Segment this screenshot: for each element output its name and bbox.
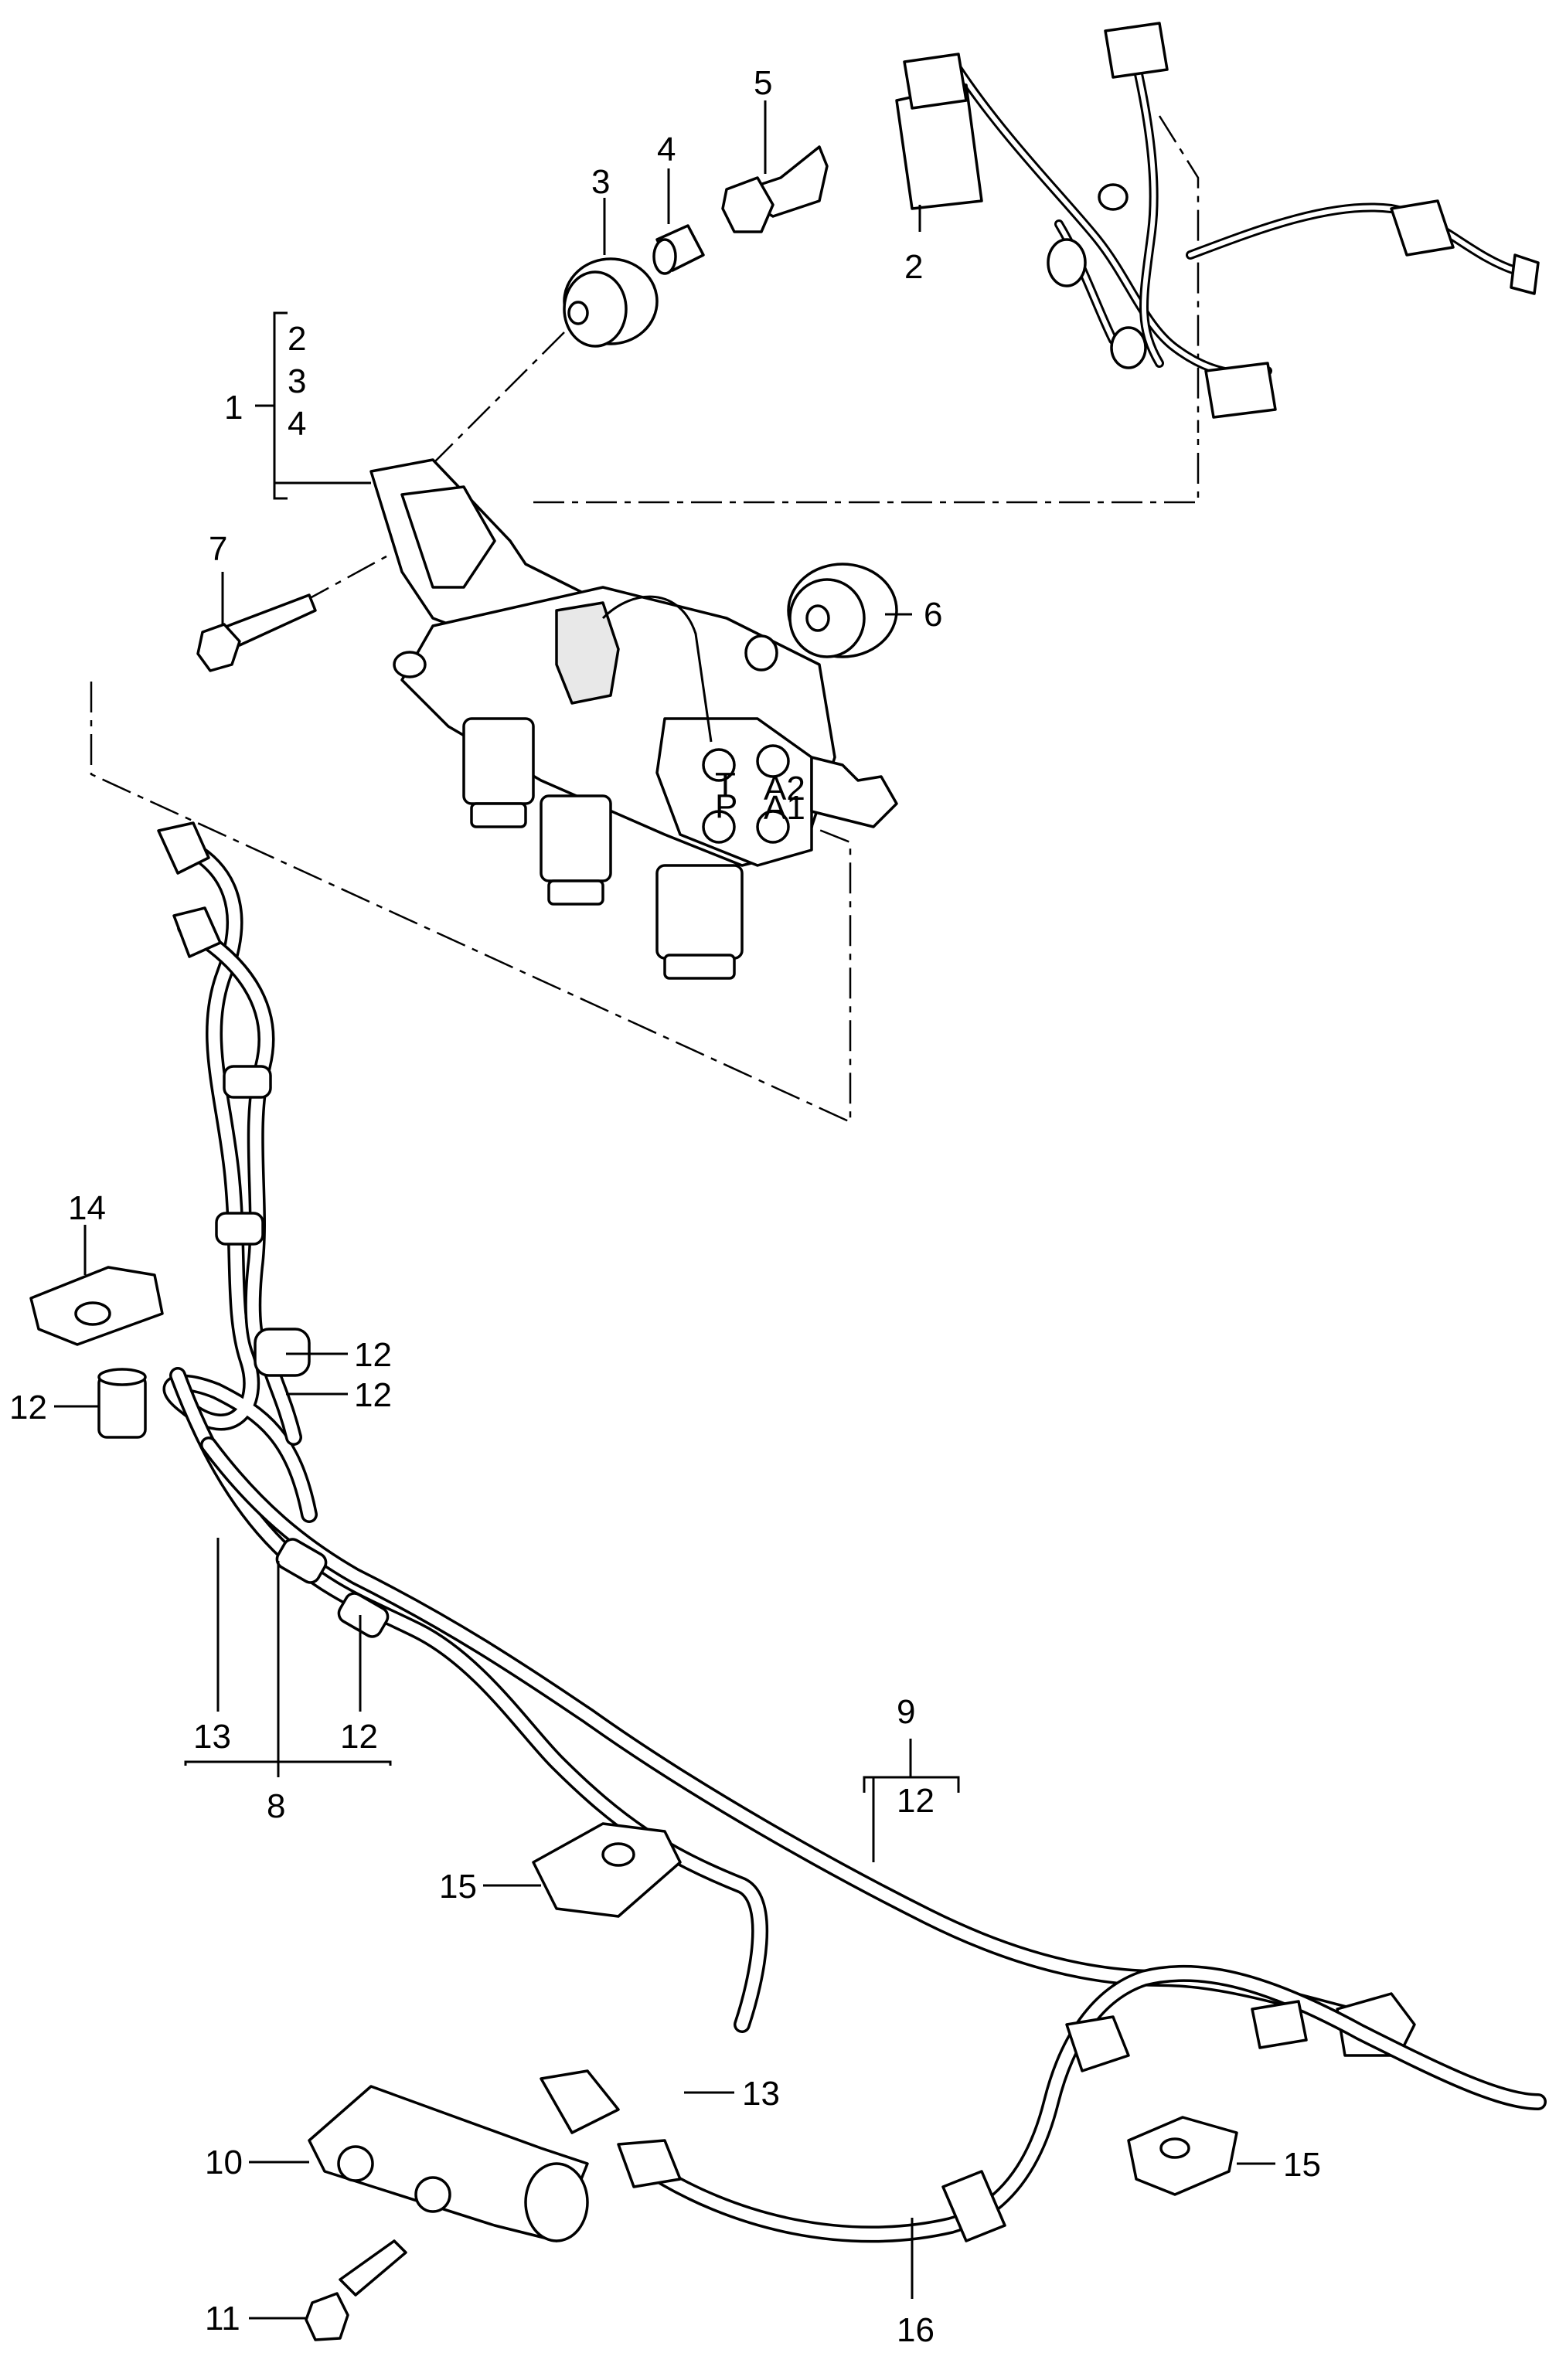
grommet-3: [563, 257, 659, 348]
callout-6: 6: [924, 596, 942, 634]
bolt-11: [305, 2239, 407, 2341]
grommet-6: [787, 563, 898, 658]
callout-13-b: 13: [742, 2075, 780, 2113]
clip-14: [29, 1266, 164, 1346]
callout-12-c: 12: [9, 1389, 47, 1426]
wiring-harness: [895, 22, 1540, 419]
port-label-a2: A2: [764, 770, 805, 808]
port-label-a1: A1: [764, 789, 805, 827]
callout-12-a: 12: [354, 1336, 392, 1374]
reservoir-10: [308, 2085, 589, 2242]
callout-1-sub-2: 2: [288, 320, 306, 358]
port-label-t: T: [715, 766, 736, 804]
fitting-5: [721, 145, 829, 233]
callout-16: 16: [897, 2311, 935, 2349]
clip-15-upper: [532, 1822, 682, 1918]
callout-4: 4: [657, 131, 676, 168]
callout-8: 8: [267, 1787, 285, 1825]
callout-7: 7: [209, 530, 227, 568]
callout-1-sub-3: 3: [288, 362, 306, 400]
callout-15-lower: 15: [1283, 2146, 1321, 2184]
callout-8-sub-13: 13: [193, 1718, 231, 1756]
callout-1-sub-4: 4: [288, 405, 306, 443]
reference-lines: [90, 115, 1200, 1124]
sleeve-4: [652, 224, 705, 275]
callout-15-upper: 15: [439, 1868, 477, 1906]
callout-8-sub-12: 12: [340, 1718, 378, 1756]
port-label-p: P: [715, 787, 737, 825]
valve-block: T P A2 A1: [369, 458, 898, 980]
callout-3: 3: [591, 163, 610, 201]
brake-lines-8: [157, 821, 1416, 2057]
callout-14: 14: [68, 1189, 106, 1227]
callout-12-b: 12: [354, 1376, 392, 1414]
callout-2: 2: [904, 248, 923, 286]
callout-9: 9: [897, 1693, 915, 1731]
callout-1: 1: [224, 389, 243, 427]
callout-9-sub-12: 12: [897, 1782, 935, 1820]
sleeve-12: [97, 1368, 147, 1439]
hose-16: [540, 1964, 1547, 2243]
callout-5: 5: [754, 64, 772, 102]
bolt-7: [196, 593, 317, 672]
callouts: 1 2 3 4 2 3 4 5 6 7 13 12 8 9: [9, 64, 1321, 2349]
clip-15-lower: [1127, 2116, 1238, 2196]
callout-11: 11: [205, 2300, 240, 2338]
callout-10: 10: [205, 2144, 243, 2181]
